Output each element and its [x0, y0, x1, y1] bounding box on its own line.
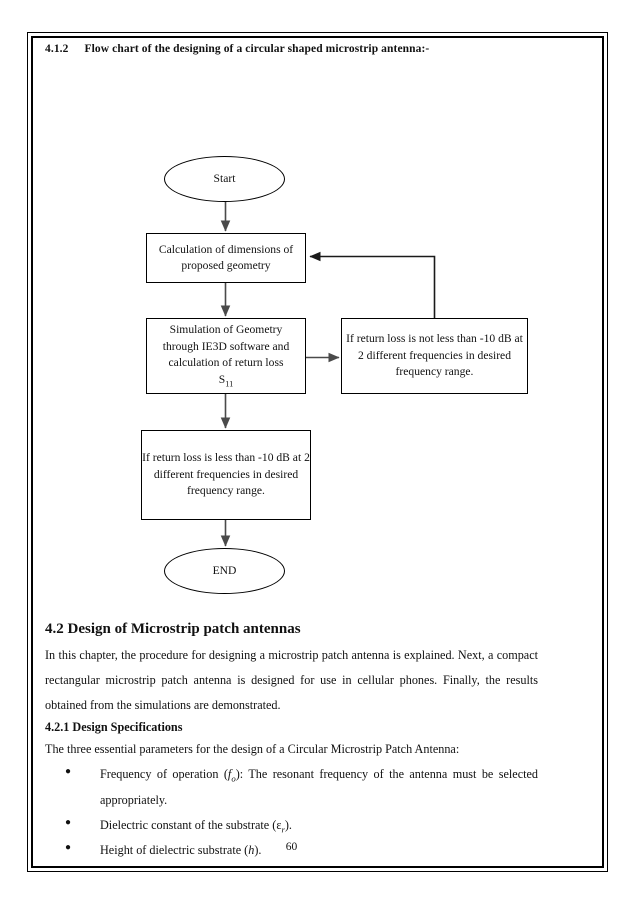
- bullet-icon: ●: [65, 816, 72, 828]
- flowchart-node-start[interactable]: Start: [164, 156, 285, 202]
- bullet-icon: ●: [65, 841, 72, 853]
- bullet-icon: ●: [65, 766, 72, 778]
- flowchart-node-end-label: END: [212, 563, 237, 577]
- heading-4-1-2-number: 4.1.2: [45, 43, 69, 55]
- bullet-2-suffix: ).: [284, 817, 292, 832]
- bullet-3-symbol: h: [248, 842, 255, 857]
- flowchart-node-calculation-label: Calculation of dimensions of proposed ge…: [158, 242, 294, 272]
- flowchart-node-fail-condition-label: If return loss is not less than -10 dB a…: [346, 332, 523, 379]
- flowchart-node-start-label: Start: [213, 171, 236, 185]
- bullet-2-symbol-subscript: r: [281, 823, 285, 834]
- bullet-3-prefix: Height of dielectric substrate (: [100, 842, 249, 857]
- heading-4-2-1: 4.2.1 Design Specifications: [45, 720, 183, 735]
- flowchart-node-simulation-text: Simulation of Geometry through IE3D soft…: [163, 322, 290, 390]
- page-border-outer: [27, 32, 608, 872]
- flowchart-node-calculation[interactable]: Calculation of dimensions of proposed ge…: [146, 233, 306, 283]
- paragraph-4-2: In this chapter, the procedure for desig…: [45, 648, 538, 713]
- bullet-3-suffix: ).: [254, 842, 262, 857]
- flowchart-node-end[interactable]: END: [164, 548, 285, 594]
- heading-4-2: 4.2 Design of Microstrip patch antennas: [45, 621, 301, 637]
- flowchart-connectors: [220, 202, 436, 547]
- flowchart-node-pass-condition[interactable]: If return loss is less than -10 dB at 2 …: [141, 430, 311, 520]
- simulation-line-1: Simulation of Geometry: [169, 323, 283, 337]
- simulation-symbol-subscript: 11: [225, 378, 234, 388]
- bullet-1-suffix: ): The resonant frequency of the antenna…: [100, 767, 538, 807]
- flowchart-diagram: Start Calculation of dimensions of propo…: [45, 105, 538, 605]
- bullet-1-symbol: f: [227, 767, 232, 782]
- bullet-1-symbol-subscript: o: [231, 773, 236, 784]
- list-item: ● Height of dielectric substrate (h).: [45, 838, 538, 863]
- bullet-1-prefix: Frequency of operation (: [100, 767, 228, 782]
- bullet-2-prefix: Dielectric constant of the substrate (: [100, 817, 277, 832]
- flowchart-node-simulation[interactable]: Simulation of Geometry through IE3D soft…: [146, 318, 306, 394]
- page-content: 4.1.2 Flow chart of the designing of a ci…: [45, 43, 538, 857]
- heading-4-1-2-title: Flow chart of the designing of a circula…: [84, 43, 430, 55]
- flowchart-node-fail-condition[interactable]: If return loss is not less than -10 dB a…: [341, 318, 528, 394]
- simulation-symbol: S: [218, 372, 226, 386]
- list-item: ● Frequency of operation (fo): The resona…: [45, 762, 538, 812]
- page-border-inner: [31, 36, 604, 868]
- edge-fail-to-calculation-feedback: [309, 251, 436, 318]
- paragraph-4-2-1-intro: The three essential parameters for the d…: [45, 742, 460, 757]
- flowchart-node-pass-condition-label: If return loss is less than -10 dB at 2 …: [142, 451, 310, 498]
- heading-4-1-2: 4.1.2 Flow chart of the designing of a ci…: [45, 43, 538, 55]
- list-item: ● Dielectric constant of the substrate (ε…: [45, 813, 538, 838]
- bullet-2-symbol: ε: [276, 817, 282, 832]
- page-number: 60: [285, 841, 298, 853]
- simulation-line-3: calculation of return loss: [168, 356, 284, 370]
- simulation-line-2: through IE3D software and: [162, 339, 290, 353]
